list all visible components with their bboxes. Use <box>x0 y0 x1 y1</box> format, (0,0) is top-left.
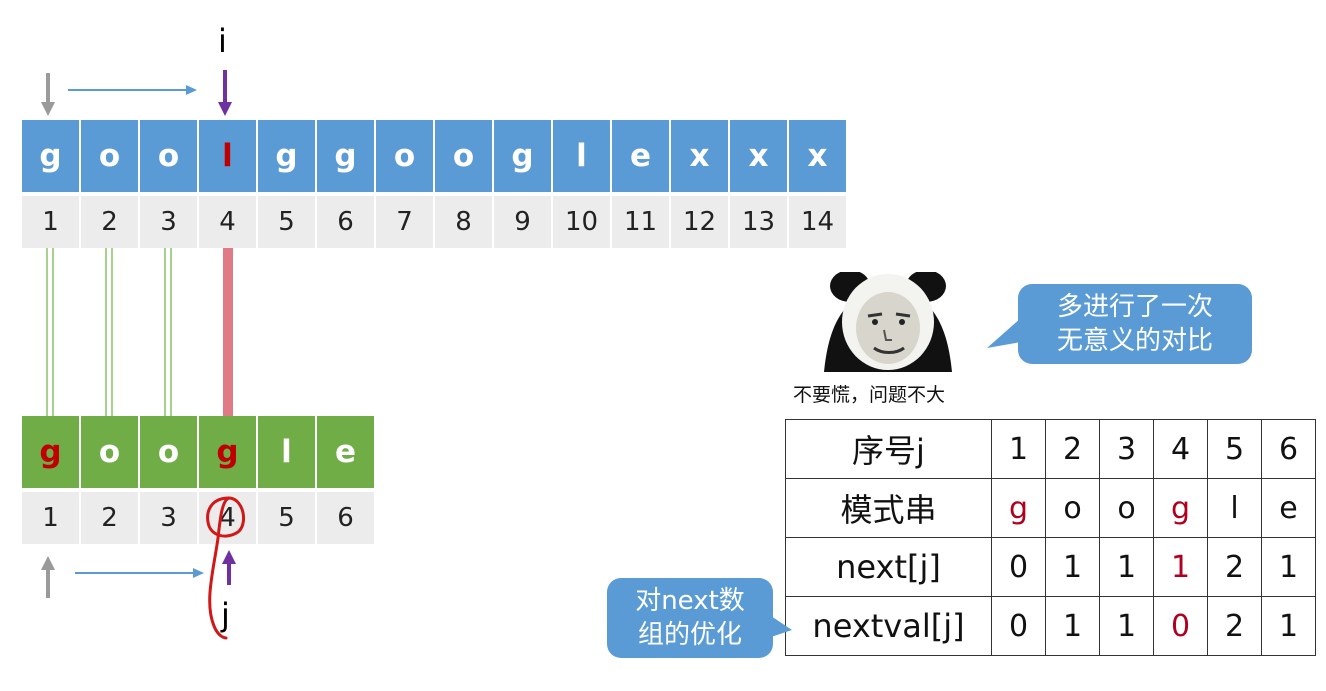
table-row-nextval: nextval[j] 0 1 1 0 2 1 <box>786 597 1316 656</box>
blue-right-arrow-bottom <box>75 568 204 578</box>
main-char-cell: x <box>671 120 728 192</box>
pattern-char-cell: o <box>81 416 138 488</box>
table-cell: 1 <box>1046 597 1100 656</box>
main-index-cell: 9 <box>494 196 551 248</box>
table-cell: 5 <box>1208 420 1262 479</box>
table-cell: 0 <box>992 538 1046 597</box>
table-cell: 4 <box>1154 420 1208 479</box>
main-char-cell: o <box>81 120 138 192</box>
table-cell: g <box>1154 479 1208 538</box>
table-cell: o <box>1100 479 1154 538</box>
table-cell: 0 <box>1154 597 1208 656</box>
main-index-cell: 10 <box>553 196 610 248</box>
pattern-char-cell: g <box>22 416 79 488</box>
main-char-cell: o <box>376 120 433 192</box>
table-cell: 1 <box>1262 597 1316 656</box>
j-pointer-label: j <box>221 596 230 634</box>
panda-meme-image <box>820 272 955 372</box>
main-char-cell: g <box>317 120 374 192</box>
main-index-cell: 1 <box>22 196 79 248</box>
callout-line2: 组的优化 <box>638 618 742 652</box>
table-header-cell: 序号j <box>786 420 992 479</box>
speech-bubble-line2: 无意义的对比 <box>1057 324 1213 358</box>
gray-down-arrow-top <box>41 73 55 116</box>
table-cell: 2 <box>1208 538 1262 597</box>
callout-bubble: 对next数 组的优化 <box>607 578 773 658</box>
table-header-cell: 模式串 <box>786 479 992 538</box>
table-cell: l <box>1208 479 1262 538</box>
main-char-cell: g <box>494 120 551 192</box>
table-cell: o <box>1046 479 1100 538</box>
table-cell: 1 <box>1262 538 1316 597</box>
main-index-cell: 2 <box>81 196 138 248</box>
main-char-cell: o <box>435 120 492 192</box>
blue-right-arrow-top <box>68 85 197 95</box>
main-index-cell: 5 <box>258 196 315 248</box>
table-row-next: next[j] 0 1 1 1 2 1 <box>786 538 1316 597</box>
main-index-cell: 6 <box>317 196 374 248</box>
callout-line1: 对next数 <box>635 584 745 618</box>
meme-caption: 不要慌，问题不大 <box>793 380 945 407</box>
main-char-cell: l <box>553 120 610 192</box>
purple-up-arrow-j <box>222 550 236 585</box>
main-index-cell: 4 <box>199 196 256 248</box>
speech-bubble-line1: 多进行了一次 <box>1057 290 1213 324</box>
pattern-char-cell: e <box>317 416 374 488</box>
top-arrows <box>0 0 420 130</box>
table-cell: g <box>992 479 1046 538</box>
table-cell: 6 <box>1262 420 1316 479</box>
purple-down-arrow-i <box>218 70 232 116</box>
table-cell: 1 <box>1100 597 1154 656</box>
table-cell: 1 <box>992 420 1046 479</box>
pattern-index-cell: 6 <box>317 492 374 544</box>
i-pointer-label: i <box>218 22 227 60</box>
main-index-row: 1 2 3 4 5 6 7 8 9 10 11 12 13 14 <box>22 196 848 248</box>
table-cell: 1 <box>1100 538 1154 597</box>
table-cell: e <box>1262 479 1316 538</box>
table-cell: 2 <box>1208 597 1262 656</box>
table-row-pattern: 模式串 g o o g l e <box>786 479 1316 538</box>
gray-up-arrow-bottom <box>41 556 55 598</box>
next-table: 序号j 1 2 3 4 5 6 模式串 g o o g l e next[j] … <box>785 419 1316 656</box>
match-line <box>165 248 171 416</box>
pattern-char-cell: g <box>199 416 256 488</box>
pattern-row: g o o g l e <box>22 416 376 488</box>
match-line <box>47 248 53 416</box>
main-index-cell: 12 <box>671 196 728 248</box>
table-cell: 2 <box>1046 420 1100 479</box>
table-cell: 3 <box>1100 420 1154 479</box>
table-row-index: 序号j 1 2 3 4 5 6 <box>786 420 1316 479</box>
main-char-cell-mismatch: l <box>199 120 256 192</box>
main-index-cell: 11 <box>612 196 669 248</box>
mismatch-line <box>223 248 233 416</box>
main-index-cell: 8 <box>435 196 492 248</box>
main-char-cell: x <box>730 120 787 192</box>
pattern-char-cell: l <box>258 416 315 488</box>
main-string-row: g o o l g g o o g l e x x x <box>22 120 848 192</box>
main-index-cell: 7 <box>376 196 433 248</box>
main-char-cell: e <box>612 120 669 192</box>
comparison-lines <box>0 248 300 416</box>
bottom-arrows <box>0 490 320 650</box>
main-char-cell: g <box>258 120 315 192</box>
pattern-char-cell: o <box>140 416 197 488</box>
main-index-cell: 3 <box>140 196 197 248</box>
main-index-cell: 14 <box>789 196 846 248</box>
main-char-cell: g <box>22 120 79 192</box>
table-header-cell: nextval[j] <box>786 597 992 656</box>
table-cell: 0 <box>992 597 1046 656</box>
match-line <box>106 248 112 416</box>
main-index-cell: 13 <box>730 196 787 248</box>
table-cell: 1 <box>1046 538 1100 597</box>
table-header-cell: next[j] <box>786 538 992 597</box>
main-char-cell: x <box>789 120 846 192</box>
main-char-cell: o <box>140 120 197 192</box>
speech-bubble: 多进行了一次 无意义的对比 <box>1018 284 1252 364</box>
table-cell: 1 <box>1154 538 1208 597</box>
